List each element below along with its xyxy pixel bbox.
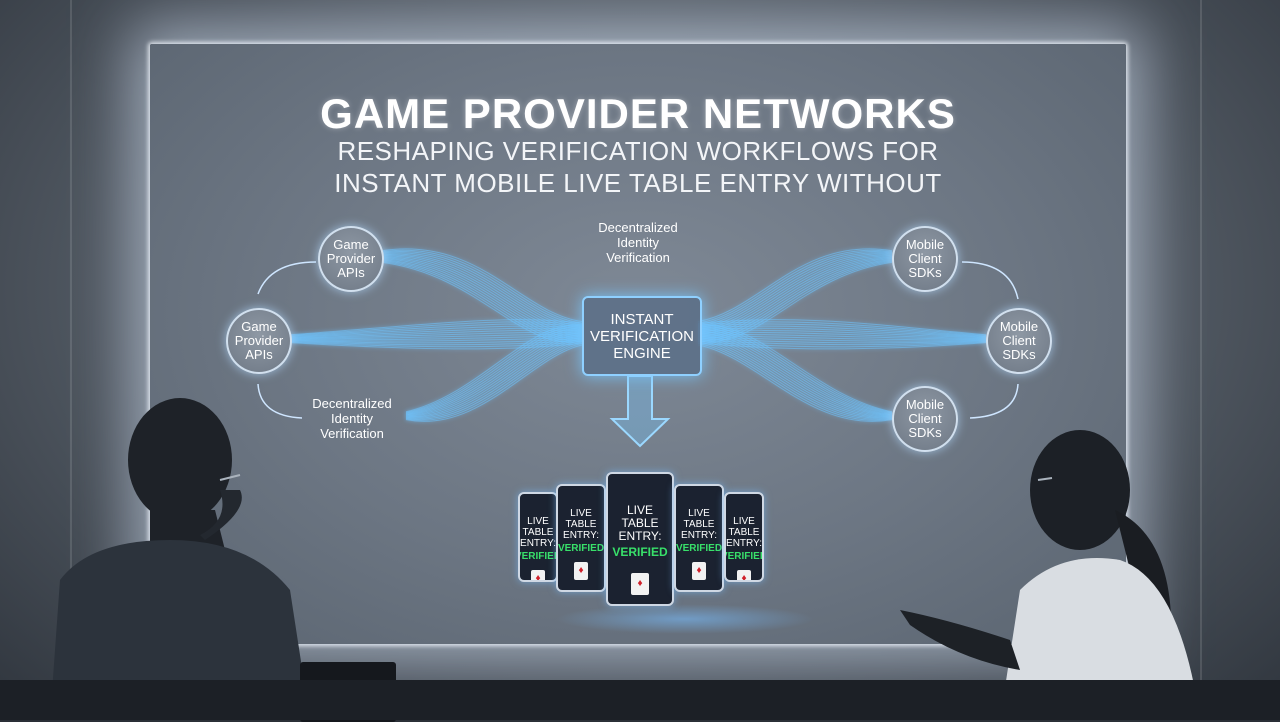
game-provider-apis-node: Game Provider APIs [318, 226, 384, 292]
flow-strand [289, 325, 583, 338]
flow-strand [405, 343, 583, 421]
flow-strand [697, 261, 893, 341]
phone-mockup: LIVE TABLE ENTRY: VERIFIED ♦ [724, 492, 764, 582]
flow-strand [697, 336, 987, 342]
cycle-arrows [257, 261, 1019, 419]
playing-card-icon: ♦ [737, 570, 751, 580]
decentralized-identity-label: Decentralized Identity Verification [312, 396, 392, 441]
flow-strand [405, 340, 583, 419]
flow-strand [381, 258, 583, 336]
flow-strand [381, 251, 583, 325]
flow-strand [697, 255, 893, 331]
flow-strand [697, 252, 893, 327]
flow-strand [405, 337, 583, 418]
flow-strand [697, 325, 987, 338]
flow-strand [697, 254, 893, 330]
flow-strand [697, 338, 987, 344]
flow-strand [697, 341, 987, 348]
game-provider-apis-node: Game Provider APIs [226, 308, 292, 374]
verified-badge: VERIFIED [675, 543, 723, 554]
flow-strand [405, 344, 583, 422]
flow-strand [381, 254, 583, 330]
flow-strand [381, 260, 583, 340]
flow-strand [381, 253, 583, 328]
slide-subtitle-line-1: RESHAPING VERIFICATION WORKFLOWS FOR [337, 136, 939, 166]
flow-strand [381, 256, 583, 333]
flow-strand [697, 327, 987, 338]
flow-strand [697, 249, 893, 324]
flow-strand [289, 333, 583, 340]
flow-strand [405, 338, 583, 418]
flow-strand [697, 340, 893, 419]
flow-strand [405, 341, 583, 420]
flow-strand [697, 338, 893, 418]
phone-platform-glow [555, 604, 815, 634]
phone-screen-text: LIVE TABLE ENTRY: [563, 508, 599, 541]
flow-strand [405, 335, 583, 417]
phone-screen-text: LIVE TABLE ENTRY: [520, 516, 556, 549]
flow-strand [289, 331, 583, 339]
phone-mockup: LIVE TABLE ENTRY: VERIFIED ♦ [556, 484, 606, 592]
flow-strand [697, 261, 893, 343]
flow-strand [289, 327, 583, 338]
flow-strand [697, 248, 893, 322]
down-arrow-icon [609, 375, 671, 448]
flow-strand [697, 342, 987, 350]
flow-strand [381, 259, 583, 338]
flow-strand [697, 344, 893, 422]
flow-strand [381, 255, 583, 332]
flow-strand [697, 256, 893, 333]
phone-mockup: LIVE TABLE ENTRY: VERIFIED ♦ [518, 492, 558, 582]
mobile-client-sdks-node: Mobile Client SDKs [986, 308, 1052, 374]
flow-strand [697, 343, 893, 421]
playing-card-icon: ♦ [631, 573, 649, 595]
instant-verification-engine: INSTANT VERIFICATION ENGINE [582, 296, 702, 376]
woman-silhouette [900, 430, 1200, 720]
flow-strand [289, 341, 583, 348]
flow-strand [697, 253, 893, 328]
presentation-screen: GAME PROVIDER NETWORKS RESHAPING VERIFIC… [150, 44, 1126, 644]
flow-strand [289, 335, 583, 341]
phone-mockup-center: LIVE TABLE ENTRY: VERIFIED ♦ [606, 472, 674, 606]
playing-card-icon: ♦ [574, 562, 588, 580]
flow-strand [697, 337, 893, 418]
mobile-client-sdks-node: Mobile Client SDKs [892, 226, 958, 292]
flow-strand [697, 250, 893, 325]
verified-badge: VERIFIED [726, 551, 762, 562]
flow-strand [381, 252, 583, 327]
phone-screen-text: LIVE TABLE ENTRY: [726, 516, 762, 549]
verified-badge: VERIFIED [612, 545, 668, 559]
flow-strand [697, 339, 987, 346]
slide-title: GAME PROVIDER NETWORKS [320, 90, 956, 137]
flow-strand [289, 342, 583, 350]
playing-card-icon: ♦ [692, 562, 706, 580]
mobile-client-sdks-node: Mobile Client SDKs [892, 386, 958, 452]
flow-strand [381, 248, 583, 322]
wall-panel-seam [1200, 0, 1202, 720]
flow-strand [697, 259, 893, 338]
flow-strand [289, 339, 583, 346]
flow-strand [381, 257, 583, 335]
verified-badge: VERIFIED [520, 551, 556, 562]
decentralized-identity-label: Decentralized Identity Verification [598, 220, 678, 265]
flow-strand [697, 260, 893, 339]
flow-strand [289, 329, 583, 339]
data-flow-lines [257, 248, 1019, 448]
slide-subtitle-line-2: INSTANT MOBILE LIVE TABLE ENTRY WITHOUT [334, 168, 942, 198]
flow-strand [697, 341, 893, 420]
phone-screen-text: LIVE TABLE ENTRY: [681, 508, 717, 541]
flow-strand [381, 261, 583, 341]
flow-strand [697, 258, 893, 336]
flow-strand [381, 261, 583, 343]
wall-panel-seam [70, 0, 72, 720]
desk-foreground [0, 680, 1280, 720]
phone-mockup: LIVE TABLE ENTRY: VERIFIED ♦ [674, 484, 724, 592]
phone-screen-text: LIVE TABLE ENTRY: [618, 503, 662, 543]
man-silhouette [50, 398, 310, 720]
verified-badge: VERIFIED [557, 543, 605, 554]
playing-card-icon: ♦ [531, 570, 545, 580]
flow-strand [381, 249, 583, 324]
flow-strand [697, 257, 893, 335]
flow-strand [697, 329, 987, 339]
